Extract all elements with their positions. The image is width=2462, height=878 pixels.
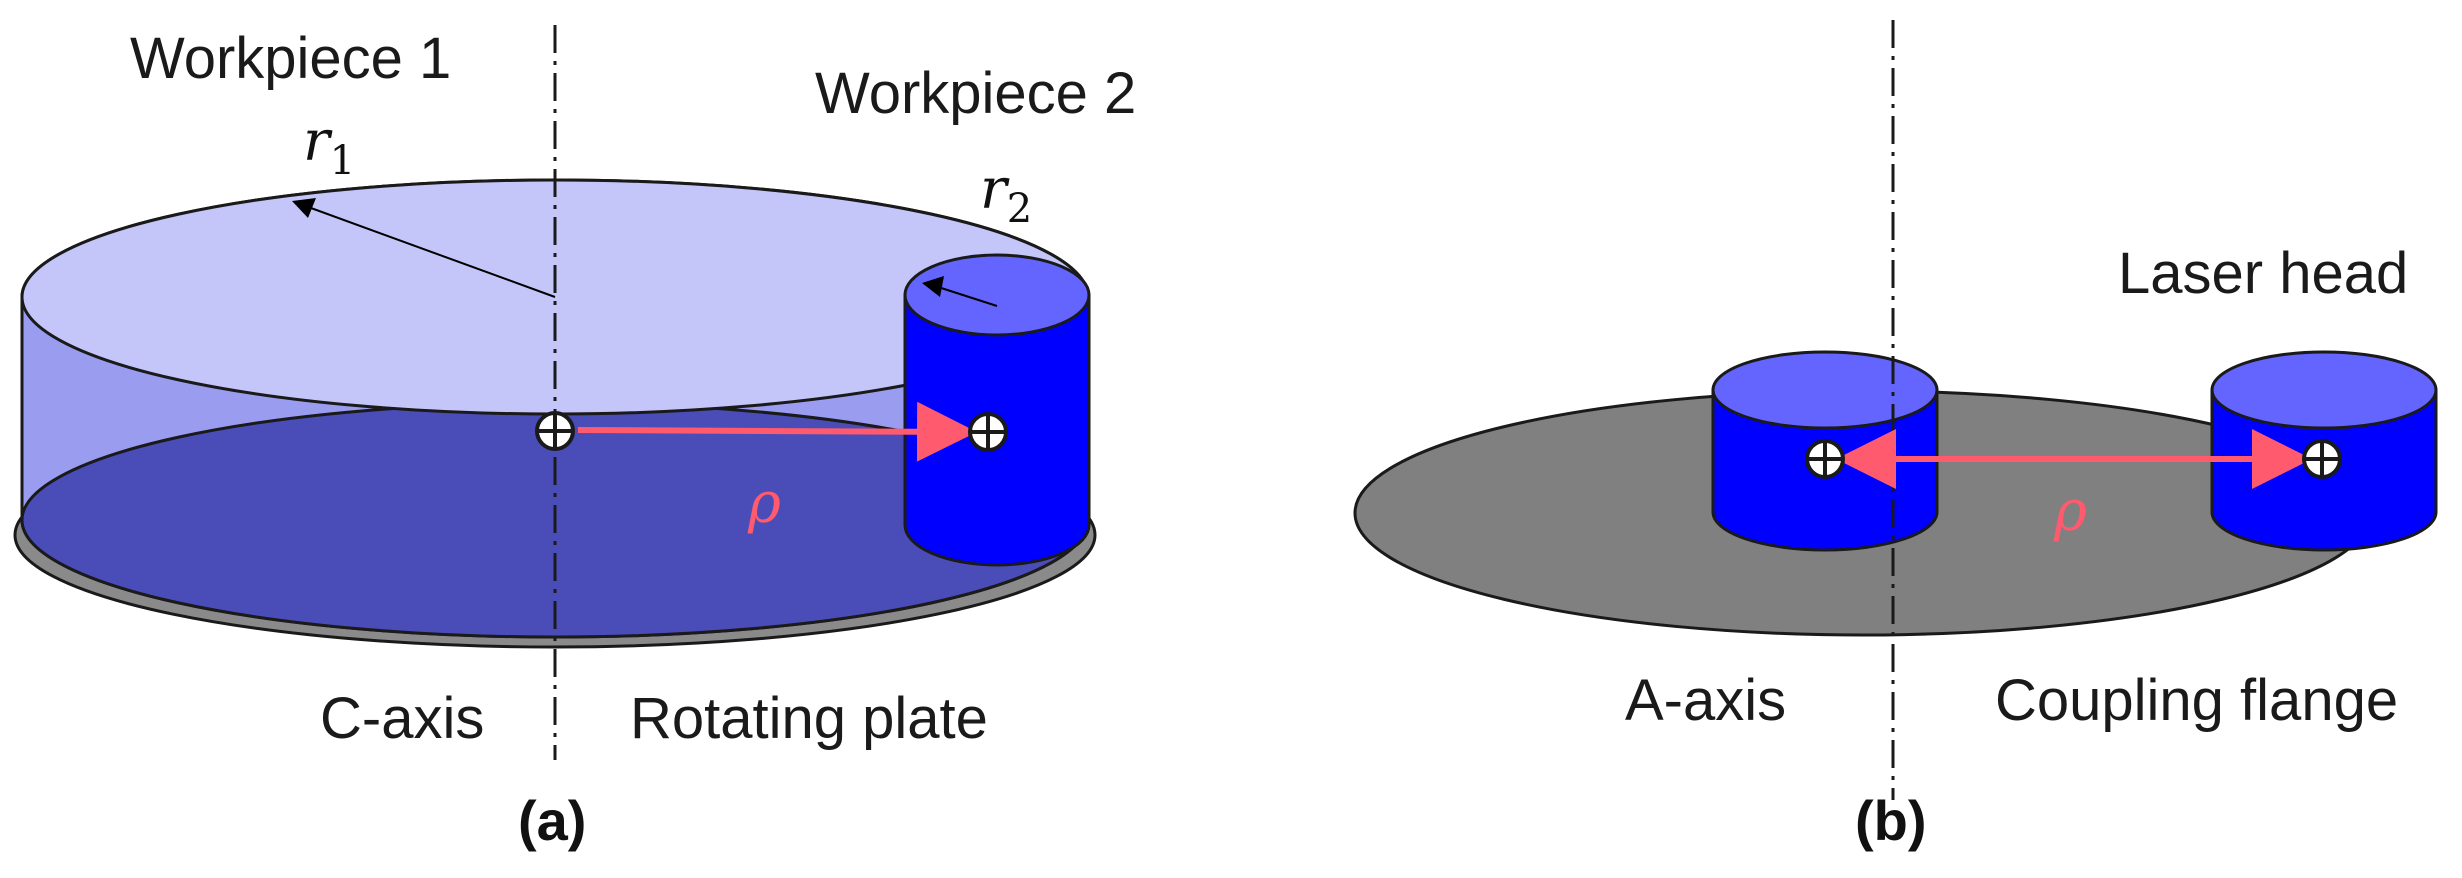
- r1-arrowhead: [292, 198, 316, 218]
- rho-label-a: ρ: [747, 471, 781, 536]
- caption-a: (a): [518, 789, 586, 852]
- r2-radius-arrow: [934, 285, 998, 307]
- rotating-plate-label: Rotating plate: [630, 686, 988, 751]
- a-axis-label: A-axis: [1625, 668, 1786, 733]
- workpiece2-label: Workpiece 2: [815, 61, 1136, 126]
- panel-a: Workpiece 1 Workpiece 2 r1 r2 ρ C-axis R…: [13, 25, 1136, 852]
- coupling-flange-label: Coupling flange: [1995, 668, 2398, 733]
- center-marker-left-cylinder: [1805, 439, 1845, 479]
- workpiece2-top: [903, 253, 1091, 337]
- c-axis-label: C-axis: [320, 686, 484, 751]
- center-marker-c-axis: [535, 411, 575, 451]
- laser-head-top: [2210, 350, 2438, 430]
- rho-label-b: ρ: [2053, 479, 2087, 544]
- workpiece1-label: Workpiece 1: [130, 26, 451, 91]
- center-marker-workpiece2: [968, 412, 1008, 452]
- caption-b: (b): [1855, 789, 1927, 852]
- r1-label: r1: [303, 109, 355, 184]
- r1-radius-arrow: [299, 203, 556, 298]
- left-cylinder-top: [1711, 350, 1939, 430]
- center-marker-laser-head: [2302, 439, 2342, 479]
- panel-b: Laser head ρ A-axis Coupling flange (b): [1353, 20, 2438, 852]
- laser-head-label: Laser head: [2118, 241, 2408, 306]
- r2-label: r2: [980, 157, 1032, 232]
- rho-arrow-a: [577, 401, 977, 462]
- r2-arrowhead: [922, 276, 944, 297]
